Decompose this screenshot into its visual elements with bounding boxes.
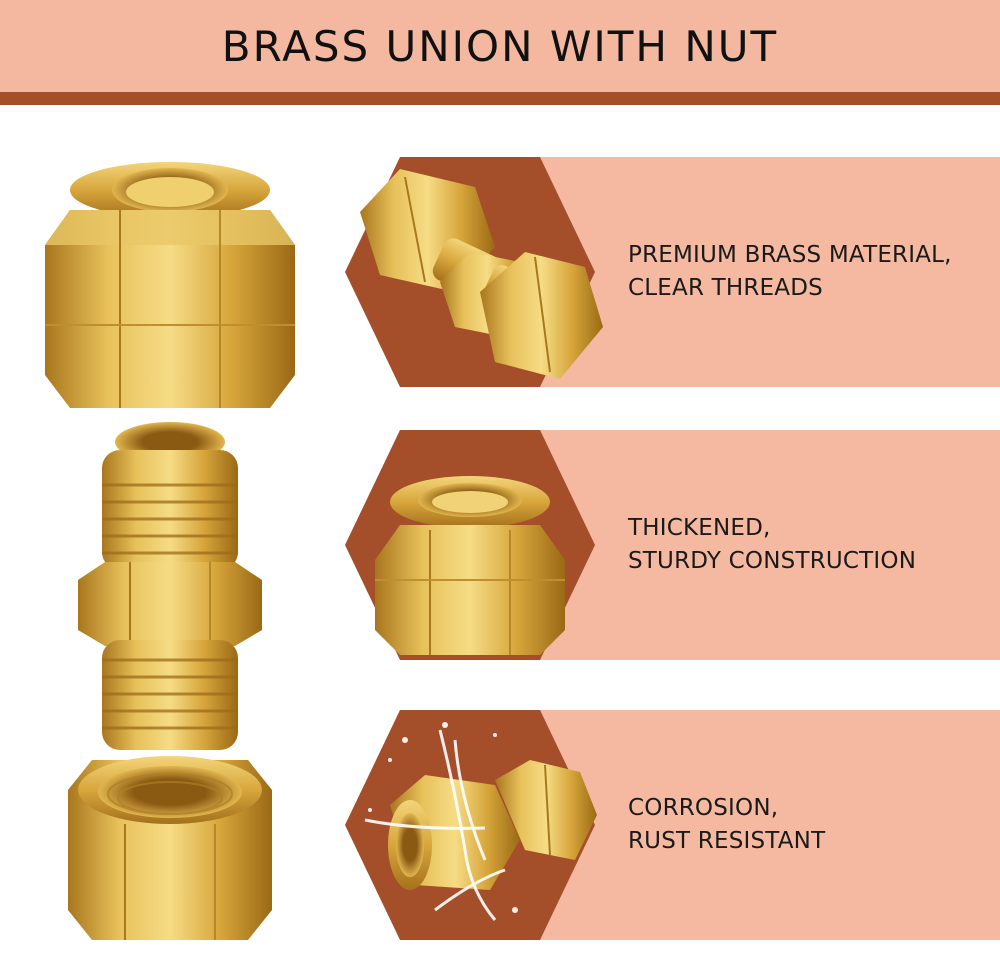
feature-1-line-1: PREMIUM BRASS MATERIAL, [628,242,952,268]
water-splash [364,729,506,921]
exploded-union-photo [45,162,295,940]
flare-nut-photo [375,476,565,655]
union-assembly-photo [360,169,603,379]
feature-2-line-1: THICKENED, [628,515,771,541]
bottom-flare-nut [68,756,272,940]
feature-3-text: CORROSION, RUST RESISTANT [628,710,825,940]
union-body [78,422,262,750]
feature-3-background [345,710,1000,940]
water-splash-fitting-photo [364,722,597,921]
feature-3-line-2: RUST RESISTANT [628,828,826,854]
header-divider [0,92,1000,105]
feature-card-1: PREMIUM BRASS MATERIAL, CLEAR THREADS [345,157,1000,387]
top-flare-nut [45,162,295,408]
page-title: BRASS UNION WITH NUT [221,21,779,71]
header-banner: BRASS UNION WITH NUT [0,0,1000,92]
feature-1-line-2: CLEAR THREADS [628,275,823,301]
feature-2-text: THICKENED, STURDY CONSTRUCTION [628,430,916,660]
feature-card-3: CORROSION, RUST RESISTANT [345,710,1000,940]
feature-card-2: THICKENED, STURDY CONSTRUCTION [345,430,1000,660]
feature-2-line-2: STURDY CONSTRUCTION [628,548,917,574]
feature-3-line-1: CORROSION, [628,795,779,821]
feature-1-text: PREMIUM BRASS MATERIAL, CLEAR THREADS [628,157,952,387]
